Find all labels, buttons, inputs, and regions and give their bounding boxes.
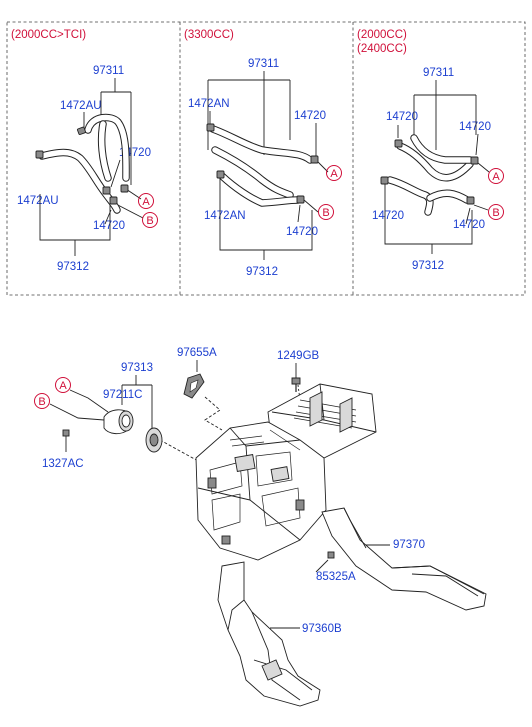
- svg-text:A: A: [330, 168, 338, 180]
- part-label-14720-lower: 14720: [93, 220, 125, 232]
- panel-header-line-2: (2400CC): [357, 43, 407, 55]
- marker-a: A: [326, 165, 342, 181]
- svg-text:A: A: [492, 171, 500, 183]
- svg-text:B: B: [322, 207, 329, 219]
- part-label-97312: 97312: [246, 266, 278, 278]
- part-label-97311: 97311: [423, 67, 454, 79]
- part-label-97370: 97370: [393, 539, 425, 551]
- part-label-14720-right-upper: 14720: [459, 121, 491, 133]
- part-label-1472au-upper: 1472AU: [60, 100, 102, 112]
- heater-assembly: 97313 97211C 97655A 1249GB 1327AC 97370 …: [34, 347, 487, 707]
- part-label-97312: 97312: [57, 261, 89, 273]
- part-label-97211c: 97211C: [103, 389, 142, 401]
- part-label-97313: 97313: [121, 362, 153, 374]
- marker-a: A: [55, 377, 71, 393]
- part-label-1249gb: 1249GB: [277, 350, 320, 362]
- part-label-97311: 97311: [93, 65, 124, 77]
- marker-a: A: [488, 168, 504, 184]
- part-label-14720-upper: 14720: [294, 110, 326, 122]
- panel-2000cc-2400cc: (2000CC) (2400CC) 97311 14720 14720 1472…: [357, 29, 504, 272]
- panel-2000cc-tci: (2000CC>TCI) 97311 1472AU 14720 1472AU 1…: [11, 29, 158, 273]
- marker-b: B: [318, 204, 334, 220]
- part-label-1472an-lower: 1472AN: [204, 210, 246, 222]
- part-label-1472an-upper: 1472AN: [188, 98, 230, 110]
- part-label-14720-lower: 14720: [286, 226, 318, 238]
- part-label-97655a: 97655A: [177, 347, 217, 359]
- svg-text:A: A: [59, 380, 67, 392]
- part-label-97311: 97311: [248, 58, 279, 70]
- panel-header: (3300CC): [184, 29, 234, 41]
- panel-header: (2000CC>TCI): [11, 29, 86, 41]
- part-label-1327ac: 1327AC: [42, 458, 84, 470]
- panel-header-line-1: (2000CC): [357, 29, 407, 41]
- part-label-97312: 97312: [412, 260, 444, 272]
- part-label-85325a: 85325A: [316, 571, 356, 583]
- part-label-14720-left-lower: 14720: [372, 210, 404, 222]
- svg-text:B: B: [492, 207, 499, 219]
- panel-frame: [6, 21, 526, 296]
- panel-3300cc: (3300CC) 97311 1472AN 14720 1472AN 14720…: [184, 29, 342, 278]
- marker-b: B: [488, 204, 504, 220]
- part-label-14720-right-lower: 14720: [453, 219, 485, 231]
- marker-b: B: [142, 212, 158, 228]
- marker-a: A: [138, 193, 154, 209]
- part-label-1472au-lower: 1472AU: [17, 195, 59, 207]
- part-label-14720-left-upper: 14720: [386, 111, 418, 123]
- marker-b: B: [34, 393, 50, 409]
- svg-text:B: B: [146, 215, 153, 227]
- part-label-97360b: 97360B: [302, 623, 342, 635]
- svg-text:B: B: [38, 396, 45, 408]
- svg-text:A: A: [142, 196, 150, 208]
